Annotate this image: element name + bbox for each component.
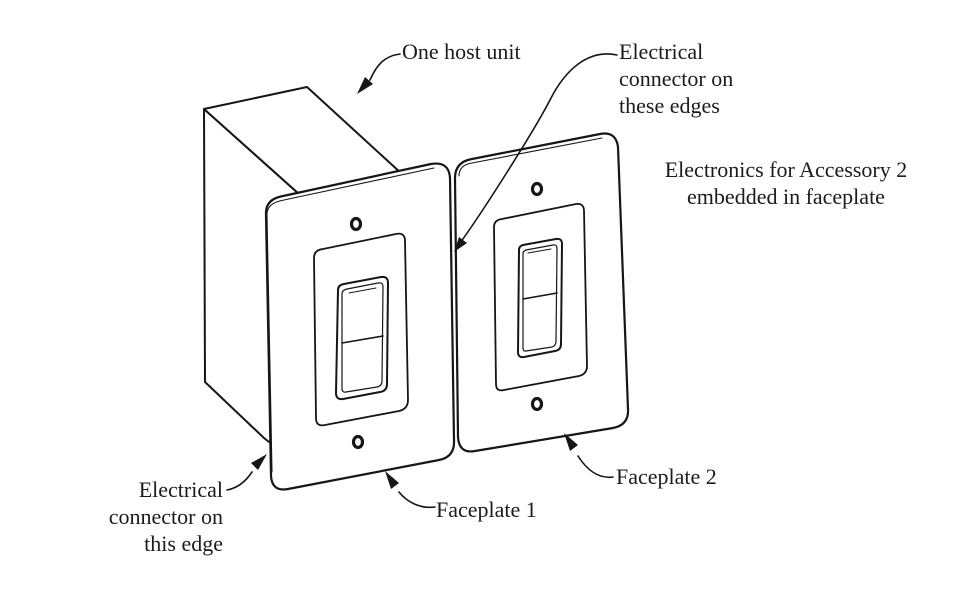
label-connector-these-edges-line3: these edges: [619, 93, 720, 118]
faceplate-1-drawing: [264, 162, 456, 491]
label-connector-these-edges: Electrical connector on these edges: [619, 38, 733, 119]
rocker-2-divider: [522, 292, 558, 300]
label-connector-this-edge-line2: connector on: [108, 504, 223, 529]
label-faceplate-2: Faceplate 2: [616, 464, 717, 489]
faceplate-2-recess: [493, 202, 588, 392]
leader-one-host-unit: [369, 53, 401, 81]
rocker-switch-2: [517, 237, 563, 359]
arrowhead-one-host-unit: [357, 77, 373, 94]
rocker-2-top-accent: [527, 248, 552, 254]
faceplate-2-screw-bottom: [530, 396, 544, 412]
rocker-2-bezel: [517, 237, 563, 359]
label-connector-this-edge: Electrical connector on this edge: [55, 476, 223, 557]
rocker-1-divider: [341, 335, 384, 344]
faceplate-1-recess: [313, 232, 409, 427]
rocker-1-top-accent: [348, 287, 377, 294]
faceplate-2-drawing: [453, 132, 630, 453]
label-electronics-accessory: Electronics for Accessory 2 embedded in …: [638, 156, 934, 210]
rocker-1-face: [341, 282, 384, 393]
label-electronics-accessory-line2: embedded in faceplate: [687, 184, 885, 209]
leader-connector-these-edges: [459, 53, 618, 244]
faceplate-2-screw-top: [530, 181, 544, 197]
faceplate-1-rim-edge: [266, 167, 435, 473]
faceplate-2-rim-edge: [458, 137, 603, 177]
label-connector-these-edges-line2: connector on: [619, 66, 734, 91]
arrowhead-faceplate-1: [385, 471, 399, 489]
rocker-2-face: [522, 244, 558, 352]
leader-faceplate-2: [577, 455, 614, 479]
arrowhead-connector-these-edges: [454, 237, 467, 252]
rocker-1-bezel: [335, 275, 389, 401]
faceplate-1-screw-top: [349, 216, 363, 232]
label-connector-this-edge-line1: Electrical: [138, 477, 223, 502]
label-faceplate-1: Faceplate 1: [436, 497, 537, 522]
label-electronics-accessory-line1: Electronics for Accessory 2: [664, 157, 908, 182]
label-connector-these-edges-line1: Electrical: [619, 39, 704, 64]
arrowhead-faceplate-2: [564, 433, 578, 451]
faceplate-1-screw-bottom: [351, 434, 365, 450]
label-one-host-unit: One host unit: [402, 39, 521, 64]
arrowhead-connector-this-edge: [251, 454, 267, 470]
leader-faceplate-1: [398, 491, 436, 509]
label-connector-this-edge-line3: this edge: [144, 531, 223, 556]
annotation-leaders: [226, 53, 618, 509]
leader-connector-this-edge: [226, 471, 253, 491]
rocker-switch-1: [335, 275, 389, 401]
